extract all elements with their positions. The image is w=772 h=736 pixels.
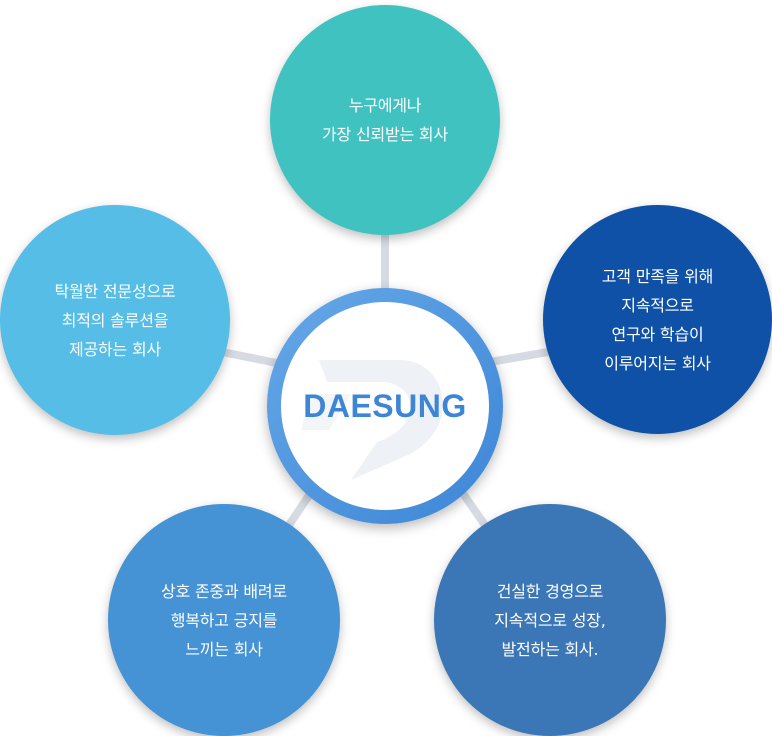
value-node-line: 지속적으로 성장, [494, 610, 606, 630]
value-node-line: 지속적으로 [621, 295, 694, 315]
center-label: DAESUNG [303, 388, 467, 424]
center-circle: DAESUNG [267, 288, 503, 524]
value-node-line: 탁월한 전문성으로 [54, 281, 176, 301]
value-node-line: 가장 신뢰받는 회사 [322, 125, 448, 144]
connector-left [221, 348, 283, 368]
value-node-mutual-respect: 상호 존중과 배려로 행복하고 긍지를 느끼는 회사 [108, 504, 340, 736]
connector-right [489, 348, 549, 366]
value-node-line: 발전하는 회사. [501, 639, 599, 659]
value-node-line: 이루어지는 회사 [604, 353, 711, 373]
value-node-line: 행복하고 긍지를 [170, 610, 278, 630]
daesung-d-logo-icon [301, 360, 443, 480]
center-inner-circle: DAESUNG [281, 302, 489, 510]
value-node-trust: 누구에게나 가장 신뢰받는 회사 [270, 5, 500, 235]
value-node-line: 느끼는 회사 [185, 639, 263, 659]
value-node-line: 건실한 경영으로 [496, 581, 604, 601]
value-node-line: 최적의 솔루션을 [61, 310, 169, 330]
value-node-line: 연구와 학습이 [611, 324, 704, 344]
value-node-sound-management: 건실한 경영으로 지속적으로 성장, 발전하는 회사. [434, 504, 666, 736]
value-node-customer-satisfaction: 고객 만족을 위해 지속적으로 연구와 학습이 이루어지는 회사 [543, 205, 772, 434]
value-node-line: 누구에게나 [348, 96, 422, 115]
value-node-line: 상호 존중과 배려로 [161, 581, 287, 601]
value-node-line: 제공하는 회사 [68, 339, 161, 359]
value-node-line: 고객 만족을 위해 [601, 266, 714, 286]
value-node-expertise: 탁월한 전문성으로 최적의 솔루션을 제공하는 회사 [0, 205, 230, 435]
